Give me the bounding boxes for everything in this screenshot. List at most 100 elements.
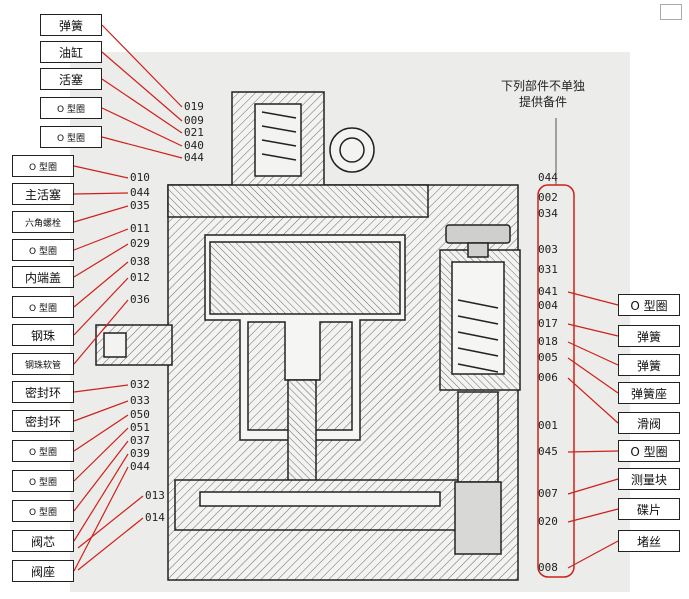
- left-label-040: O 型圈: [40, 97, 102, 119]
- left-label-051: O 型圈: [12, 470, 74, 492]
- leader-right-0: [567, 291, 619, 306]
- left-label-019: 弹簧: [40, 14, 102, 36]
- leader-right-1: [567, 323, 619, 337]
- leader-right-7: [567, 508, 619, 523]
- leader-left-8: [73, 228, 129, 251]
- leader-extra-0: [77, 495, 144, 549]
- code-left-033: 033: [130, 394, 150, 407]
- right-label-005: 弹簧座: [618, 382, 680, 404]
- leader-right-6: [567, 478, 619, 495]
- code-left-044: 044: [184, 151, 204, 164]
- left-label-050: O 型圈: [12, 440, 74, 462]
- leader-left-7: [73, 205, 129, 223]
- code-left-037: 037: [130, 434, 150, 447]
- leader-left-15: [73, 414, 129, 452]
- leader-left-17: [73, 440, 129, 512]
- note-line-2: 提供备件: [518, 95, 567, 109]
- leader-left-16: [73, 427, 129, 482]
- code-right-041: 041: [538, 285, 558, 298]
- code-left-044: 044: [130, 460, 150, 473]
- code-left-010: 010: [130, 171, 150, 184]
- code-right-020: 020: [538, 515, 558, 528]
- right-label-007: 测量块: [618, 468, 680, 490]
- code-right-001: 001: [538, 419, 558, 432]
- leader-right-8: [567, 540, 619, 569]
- leader-left-0: [101, 24, 183, 108]
- left-label-029: 内端盖: [12, 266, 74, 288]
- code-right-007: 007: [538, 487, 558, 500]
- code-right-003: 003: [538, 243, 558, 256]
- left-label-037: O 型圈: [12, 500, 74, 522]
- right-label-006: 滑阀: [618, 412, 680, 434]
- code-right-044: 044: [538, 171, 558, 184]
- leader-left-12: [73, 299, 129, 365]
- left-label-009: 油缸: [40, 41, 102, 63]
- left-label-010: O 型圈: [12, 155, 74, 177]
- leader-left-5: [73, 165, 129, 179]
- code-right-034: 034: [538, 207, 558, 220]
- code-left-extra-013: 013: [145, 489, 165, 502]
- leader-left-13: [73, 384, 129, 393]
- spring-coils: [261, 111, 499, 373]
- code-right-045: 045: [538, 445, 558, 458]
- note-line-1: 下列部件不单独: [500, 79, 585, 93]
- code-left-012: 012: [130, 271, 150, 284]
- leader-right-5: [567, 450, 619, 453]
- leader-extra-1: [77, 517, 144, 571]
- code-left-021: 021: [184, 126, 204, 139]
- code-left-029: 029: [130, 237, 150, 250]
- leader-right-2: [567, 341, 619, 366]
- code-right-031: 031: [538, 263, 558, 276]
- left-label-044: O 型圈: [40, 126, 102, 148]
- code-right-004: 004: [538, 299, 558, 312]
- right-label-020: 碟片: [618, 498, 680, 520]
- left-label-036: 钢珠软管: [12, 353, 74, 375]
- leader-left-3: [101, 107, 183, 147]
- code-right-008: 008: [538, 561, 558, 574]
- code-right-017: 017: [538, 317, 558, 330]
- leader-left-4: [101, 136, 183, 159]
- spare-parts-note: 下列部件不单独 提供备件: [488, 78, 598, 110]
- left-label-044: 阀座: [12, 560, 74, 582]
- code-left-050: 050: [130, 408, 150, 421]
- code-right-018: 018: [538, 335, 558, 348]
- code-left-extra-014: 014: [145, 511, 165, 524]
- leader-left-1: [101, 51, 183, 122]
- code-left-019: 019: [184, 100, 204, 113]
- leader-left-18: [73, 453, 129, 542]
- left-label-033: 密封环: [12, 410, 74, 432]
- leader-left-2: [101, 78, 183, 134]
- left-label-032: 密封环: [12, 381, 74, 403]
- right-label-041: O 型圈: [618, 294, 680, 316]
- code-left-009: 009: [184, 114, 204, 127]
- right-label-017: 弹簧: [618, 325, 680, 347]
- left-label-035: 六角螺栓: [12, 211, 74, 233]
- right-label-008: 堵丝: [618, 530, 680, 552]
- code-left-040: 040: [184, 139, 204, 152]
- leader-lines: [73, 24, 619, 572]
- left-label-038: O 型圈: [12, 296, 74, 318]
- left-label-012: 钢珠: [12, 324, 74, 346]
- corner-tab: [660, 4, 682, 20]
- left-label-011: O 型圈: [12, 239, 74, 261]
- code-right-006: 006: [538, 371, 558, 384]
- code-left-044: 044: [130, 186, 150, 199]
- code-left-011: 011: [130, 222, 150, 235]
- code-left-051: 051: [130, 421, 150, 434]
- code-right-005: 005: [538, 351, 558, 364]
- leader-right-3: [567, 357, 619, 394]
- left-label-044: 主活塞: [12, 183, 74, 205]
- code-left-035: 035: [130, 199, 150, 212]
- code-right-002: 002: [538, 191, 558, 204]
- leader-left-10: [73, 261, 129, 308]
- code-left-032: 032: [130, 378, 150, 391]
- leader-left-6: [73, 192, 129, 195]
- left-label-039: 阀芯: [12, 530, 74, 552]
- leader-left-19: [73, 466, 129, 572]
- right-label-018: 弹簧: [618, 354, 680, 376]
- code-left-038: 038: [130, 255, 150, 268]
- right-label-045: O 型圈: [618, 440, 680, 462]
- valve-body: [95, 91, 521, 581]
